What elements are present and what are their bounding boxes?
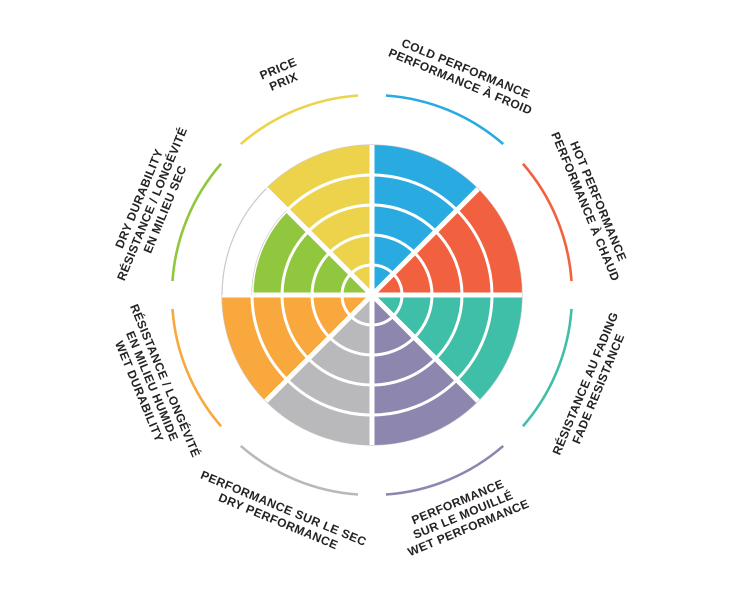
sector-label-fade-resistance: RÉSISTANCE AU FADINGFADE RESISTANCE — [549, 310, 634, 463]
sector-label-wet-performance: PERFORMANCESUR LE MOUILLÉWET PERFORMANCE — [395, 471, 531, 560]
sector-gap-line — [255, 178, 374, 297]
sector-label-dry-durability: DRY DURABILITYRÉSISTANCE / LONGÉVITÉEN M… — [101, 120, 203, 288]
outer-arc-fade-resistance — [521, 308, 573, 428]
sector-label-price: PRICEPRIX — [258, 55, 304, 96]
sector-label-wet-durability: RÉSISTANCE / LONGÉVITÉEN MILIEU HUMIDEWE… — [101, 302, 204, 471]
sector-fade-resistance — [372, 295, 522, 402]
sector-hot-performance — [372, 188, 522, 295]
outer-arc-wet-durability — [171, 308, 223, 428]
sector-gap-line — [255, 293, 374, 412]
outer-arc-dry-performance — [239, 444, 359, 496]
sector-dry-performance — [265, 295, 372, 445]
sector-gap-line — [370, 178, 489, 297]
outer-arc-dry-durability — [171, 162, 223, 282]
sector-wet-performance — [372, 295, 479, 445]
outer-arcs — [171, 94, 573, 496]
sector-wet-durability — [221, 295, 372, 402]
outer-arc-wet-performance — [385, 444, 505, 496]
sector-price — [265, 145, 372, 295]
outer-arc-hot-performance — [521, 162, 573, 282]
sectors — [221, 145, 522, 445]
sector-gap-line — [370, 293, 489, 412]
sector-dividers — [221, 145, 522, 445]
sector-cold-performance — [372, 145, 479, 295]
sector-label-hot-performance: HOT PERFORMANCEPERFORMANCE À CHAUD — [548, 125, 635, 284]
sector-label-dry-performance: PERFORMANCE SUR LE SECDRY PERFORMANCE — [193, 468, 368, 562]
outer-arc-cold-performance — [385, 94, 505, 146]
sector-dry-durability — [252, 210, 372, 295]
outer-arc-price — [239, 94, 359, 146]
sector-label-cold-performance: COLD PERFORMANCEPERFORMANCE À FROID — [386, 33, 539, 118]
